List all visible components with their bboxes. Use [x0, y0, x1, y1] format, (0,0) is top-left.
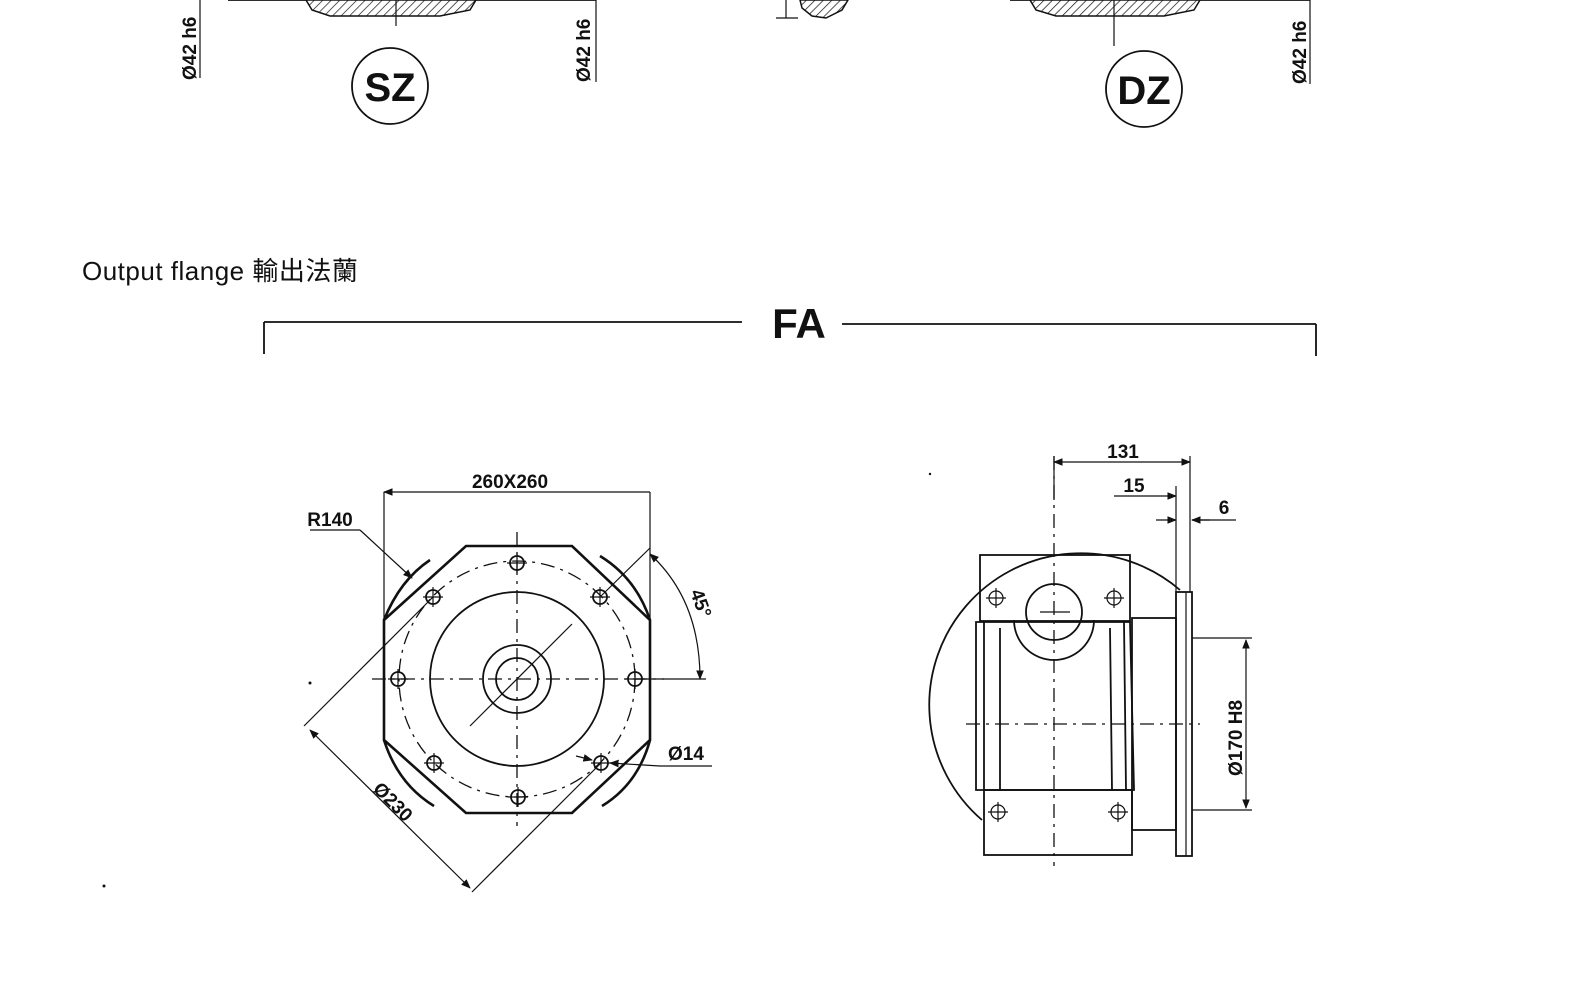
- flange-side-view: 131 15 6 Ø170 H8: [928, 442, 1252, 866]
- section-title: Output flange 輸出法蘭: [82, 256, 358, 286]
- shaft-fit-left-inner: Ø42 h6: [574, 19, 595, 82]
- housing-upper: [979, 554, 1131, 622]
- view-tag-dz: DZ: [1117, 69, 1170, 113]
- dim-hole-diameter: Ø14: [668, 744, 704, 765]
- view-tag-dz-circle: [1105, 50, 1183, 128]
- fa-label: FA: [772, 300, 826, 347]
- dim-overall-length: 131: [1107, 442, 1139, 463]
- dim-flange-thickness: 6: [1219, 498, 1230, 519]
- bolt-hole: [507, 553, 527, 573]
- flange-front-view: 260X260 R140 45° Ø14 Ø230: [303, 472, 715, 893]
- shaft-fit-left-outer: Ø42 h6: [180, 17, 201, 80]
- mid-view-fragment: [776, 0, 849, 19]
- flange-outline: [382, 544, 652, 815]
- view-tag-sz: SZ: [364, 66, 415, 110]
- scan-speck: [308, 681, 312, 685]
- dim-flange-offset: 15: [1123, 476, 1145, 497]
- sz-view-fragment: [199, 0, 597, 82]
- shaft-fit-right: Ø42 h6: [1290, 21, 1311, 84]
- bolt-hole: [388, 669, 408, 689]
- scan-speck: [102, 884, 106, 888]
- dim-pilot-fit: Ø170 H8: [1226, 700, 1247, 776]
- bolt-hole: [508, 787, 528, 807]
- dim-corner-radius: R140: [307, 510, 352, 531]
- top-row-views: Ø42 h6 Ø42 h6 SZ Ø42 h6 DZ: [180, 0, 1311, 128]
- view-tag-sz-circle: [351, 47, 429, 125]
- housing-main: [975, 621, 1135, 791]
- side-mount-holes: [986, 588, 1128, 822]
- dim-square-size: 260X260: [472, 472, 548, 493]
- wheel-arc: [928, 552, 1181, 821]
- housing-base: [983, 789, 1133, 856]
- scan-speck: [928, 472, 932, 476]
- fa-bracket: [263, 321, 1317, 356]
- dz-view-fragment: [1010, 0, 1311, 84]
